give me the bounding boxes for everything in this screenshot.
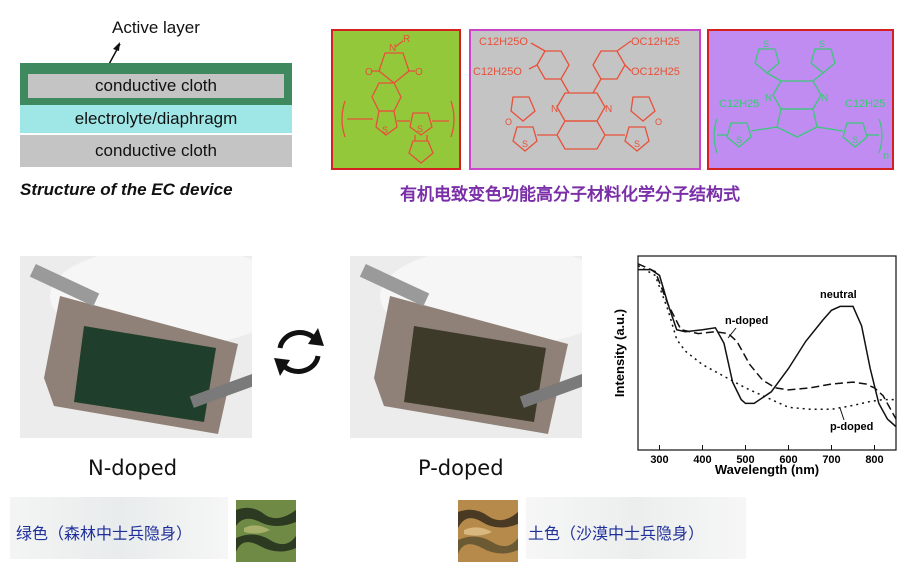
p-doped-label: P-doped bbox=[418, 456, 504, 480]
atom-s-label: S bbox=[417, 124, 423, 134]
conductive-cloth-bottom: conductive cloth bbox=[20, 135, 292, 167]
atom-n-label: N bbox=[605, 104, 612, 115]
atom-n-label: N bbox=[765, 93, 772, 104]
structure-drawing-1: N R O O S S bbox=[341, 34, 455, 164]
atom-s-label: S bbox=[736, 135, 742, 145]
structure-caption: Structure of the EC device bbox=[20, 180, 233, 199]
n-doped-pointer bbox=[727, 327, 737, 339]
series-line-p-doped bbox=[637, 265, 896, 411]
atom-s-label: S bbox=[382, 125, 388, 135]
substituent-label: C12H25 bbox=[719, 98, 759, 110]
atom-o-label: O bbox=[365, 67, 373, 78]
x-tick-label: 800 bbox=[865, 454, 883, 466]
series-line-neutral bbox=[638, 268, 897, 428]
n-doped-photo bbox=[20, 256, 252, 438]
molecule-panel-3: S S N N S S C12H25 C12H25 n bbox=[707, 29, 894, 170]
earth-camouflage-swatch bbox=[458, 500, 518, 562]
repeat-unit-label: n bbox=[883, 150, 889, 162]
substituent-label: OC12H25 bbox=[631, 36, 680, 48]
green-camouflage-label: 绿色（森林中士兵隐身） bbox=[16, 524, 193, 543]
cycle-arrows-icon bbox=[274, 328, 324, 376]
structure-drawing-2: C12H25O C12H25O OC12H25 OC12H25 N N S S … bbox=[473, 36, 680, 152]
x-tick-label: 300 bbox=[650, 454, 668, 466]
ec-device-structure: Active layer conductive cloth electrolyt… bbox=[18, 12, 298, 207]
substituent-label: C12H25O bbox=[473, 66, 522, 78]
atom-s-label: S bbox=[522, 139, 528, 149]
x-axis-label: Wavelength (nm) bbox=[715, 462, 819, 477]
green-camouflage-swatch bbox=[236, 500, 296, 562]
annotation-p-doped: p-doped bbox=[830, 421, 873, 433]
substituent-label: C12H25 bbox=[845, 98, 885, 110]
camouflage-strip-right bbox=[526, 497, 746, 559]
atom-s-label: S bbox=[852, 135, 858, 145]
molecule-caption: 有机电致变色功能高分子材料化学分子结构式 bbox=[400, 185, 740, 205]
atom-n-label: N bbox=[821, 93, 828, 104]
electrolyte-layer: electrolyte/diaphragm bbox=[20, 105, 292, 133]
substituent-label: C12H25O bbox=[479, 36, 528, 48]
substituent-label: OC12H25 bbox=[631, 66, 680, 78]
atom-s-label: S bbox=[819, 39, 825, 49]
active-layer-arrow bbox=[107, 42, 121, 67]
atom-n-label: N bbox=[551, 104, 558, 115]
spectrum-chart: 300 400 500 600 700 800 Wavelength (nm) Inten… bbox=[612, 255, 897, 477]
atom-s-label: S bbox=[763, 39, 769, 49]
p-doped-photo bbox=[350, 256, 582, 438]
structure-drawing-3: S S N N S S C12H25 C12H25 n bbox=[713, 39, 889, 162]
x-tick-label: 600 bbox=[779, 454, 797, 466]
molecule-panel-1: N R O O S S bbox=[331, 29, 461, 170]
atom-n-label: N bbox=[389, 43, 396, 54]
conductive-cloth-top: conductive cloth bbox=[28, 74, 284, 98]
annotation-n-doped: n-doped bbox=[725, 315, 768, 327]
atom-r-label: R bbox=[403, 34, 410, 45]
atom-o-label: O bbox=[505, 117, 512, 127]
p-doped-pointer bbox=[839, 407, 845, 421]
atom-o-label: O bbox=[415, 67, 423, 78]
atom-s-label: S bbox=[634, 139, 640, 149]
molecule-panel-2: C12H25O C12H25O OC12H25 OC12H25 N N S S … bbox=[469, 29, 701, 170]
series-line-n-doped bbox=[637, 263, 897, 420]
annotation-neutral: neutral bbox=[820, 289, 857, 301]
plot-frame bbox=[637, 255, 897, 451]
n-doped-label: N-doped bbox=[88, 456, 178, 480]
atom-o-label: O bbox=[655, 117, 662, 127]
x-tick-label: 500 bbox=[736, 454, 754, 466]
x-tick-label: 700 bbox=[822, 454, 840, 466]
earth-camouflage-label: 土色（沙漠中士兵隐身） bbox=[528, 524, 705, 543]
y-axis-label: Intensity (a.u.) bbox=[612, 309, 627, 397]
x-tick-label: 400 bbox=[693, 454, 711, 466]
active-layer-label: Active layer bbox=[112, 18, 200, 37]
camouflage-strip-left bbox=[10, 497, 228, 559]
